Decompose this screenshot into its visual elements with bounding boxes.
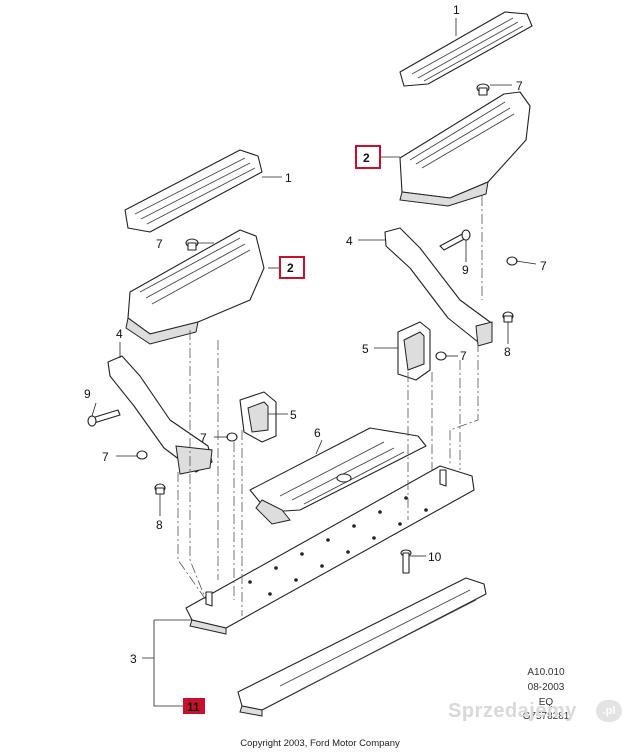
highlight-box-2-mid	[279, 256, 305, 279]
callout-9-left: 9	[84, 387, 91, 401]
callout-7-mid: 7	[156, 237, 163, 251]
callout-1-top: 1	[453, 3, 460, 17]
support-arm-left	[107, 355, 213, 475]
callout-2-mid: 2	[287, 261, 294, 275]
running-board-frame	[185, 465, 475, 635]
callout-1-mid: 1	[285, 171, 292, 185]
bolt-10	[400, 549, 412, 574]
callout-7-arm-left: 7	[102, 450, 109, 464]
callout-4-right: 4	[346, 234, 353, 248]
callout-7-top: 7	[516, 79, 523, 93]
callout-7-bracket-left: 7	[200, 431, 207, 445]
step-pad-top-right	[399, 11, 533, 87]
step-bracket-top-right	[399, 91, 531, 207]
callout-8-left: 8	[156, 518, 163, 532]
callout-7-bracket-right: 7	[460, 349, 467, 363]
reference-date: 08-2003	[527, 682, 565, 693]
step-bracket-mid-left	[125, 229, 265, 345]
callout-6: 6	[314, 426, 321, 440]
copyright-text: Copyright 2003, Ford Motor Company	[240, 738, 400, 749]
alignment-lines	[177, 196, 483, 616]
watermark-badge: .pl	[596, 700, 622, 722]
callout-4-left: 4	[116, 327, 123, 341]
mount-bracket-right	[397, 321, 431, 381]
reference-sheet: G7578281	[522, 711, 570, 722]
bolt-9-right	[439, 229, 471, 251]
clip-7-bracket-right	[435, 351, 447, 361]
step-pad-mid-left	[124, 149, 263, 233]
clip-7-arm-right	[506, 256, 518, 266]
bolt-9-left	[87, 409, 121, 427]
mount-bracket-left	[239, 391, 277, 443]
callout-9-right: 9	[462, 263, 469, 277]
reference-code: A10.010	[527, 667, 565, 678]
clip-7-bracket-left	[226, 432, 238, 442]
reference-market: EQ	[538, 697, 554, 708]
step-plate-center	[249, 427, 427, 525]
callout-5-left: 5	[290, 408, 297, 422]
callout-5-right: 5	[362, 342, 369, 356]
leader-lines	[91, 18, 537, 707]
clip-7-mid-left	[185, 238, 199, 251]
watermark-text: Sprzedajemy	[448, 700, 577, 722]
clip-7-top-right	[476, 83, 490, 96]
clip-8-right	[502, 311, 514, 323]
callout-11: 11	[187, 700, 200, 714]
support-arm-right	[384, 227, 493, 347]
highlight-box-2-top	[355, 145, 381, 169]
callout-3: 3	[130, 652, 137, 666]
callout-2-top: 2	[363, 151, 370, 165]
callout-10: 10	[428, 550, 442, 564]
callout-7-arm-right: 7	[540, 259, 547, 273]
running-board-cover	[237, 577, 487, 717]
clip-8-left	[154, 483, 166, 495]
callout-8-right: 8	[504, 345, 511, 359]
highlight-box-11	[183, 698, 205, 714]
clip-7-arm-left	[136, 450, 148, 460]
